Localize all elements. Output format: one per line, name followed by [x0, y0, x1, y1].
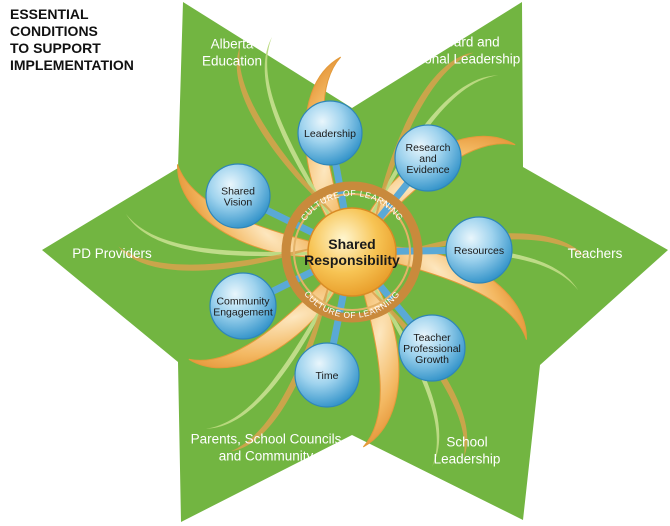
label-line: Leadership: [434, 452, 501, 467]
label-line: Teachers: [568, 246, 623, 261]
swirl-edge-1: [382, 233, 586, 259]
label-line: Resources: [454, 245, 504, 257]
swirl-group: [118, 37, 586, 467]
label-line: Vision: [224, 197, 253, 209]
label-line: Education: [202, 54, 262, 69]
label-line: Alberta: [211, 37, 254, 52]
culture-ring-inner: [293, 193, 411, 311]
stakeholder-teachers: Teachers: [568, 246, 623, 261]
condition-resources: Resources: [445, 216, 513, 284]
condition-bubble: [205, 163, 271, 229]
label-line: Time: [316, 370, 339, 382]
condition-bubble: [445, 216, 513, 284]
label-line: Community: [216, 296, 270, 308]
condition-bubble: [209, 272, 277, 340]
swirl-1: [352, 247, 579, 291]
label-line: Jurisdictional Leadership: [372, 52, 521, 67]
label-line: Parents, School Councils: [191, 432, 342, 447]
label-line: Growth: [415, 354, 449, 366]
label-line: School Board and: [392, 35, 499, 50]
label-line: Responsibility: [304, 252, 400, 268]
condition-time: Time: [294, 342, 360, 408]
label-line: Teacher: [413, 332, 451, 344]
condition-bubble: [294, 342, 360, 408]
label-line: PD Providers: [72, 246, 152, 261]
label-line: Professional: [403, 343, 461, 355]
label-line: and: [419, 153, 437, 165]
label-line: Engagement: [213, 307, 273, 319]
condition-bubble: [398, 314, 466, 382]
swirl-edge-4: [118, 245, 322, 271]
label-line: Evidence: [406, 164, 449, 176]
culture-ring: [281, 181, 423, 323]
stakeholder-parents: Parents, School Councils and Community: [191, 432, 342, 464]
condition-leadership: Leadership: [297, 100, 363, 166]
label-line: and Community: [219, 449, 314, 464]
label-line: Research: [406, 142, 451, 154]
condition-label: Resources: [454, 245, 504, 257]
swirl-4: [125, 213, 352, 257]
condition-bubble: [394, 124, 462, 192]
diagram-title: ESSENTIAL CONDITIONS TO SUPPORT IMPLEMEN…: [10, 6, 134, 73]
label-line: School: [446, 435, 487, 450]
condition-label: Leadership: [304, 128, 356, 140]
center-circle: [307, 207, 397, 297]
stakeholder-pd-providers: PD Providers: [72, 246, 152, 261]
condition-bubble: [297, 100, 363, 166]
condition-label: Time: [316, 370, 339, 382]
label-line: Shared: [328, 236, 375, 252]
label-line: Leadership: [304, 128, 356, 140]
label-line: Shared: [221, 186, 255, 198]
